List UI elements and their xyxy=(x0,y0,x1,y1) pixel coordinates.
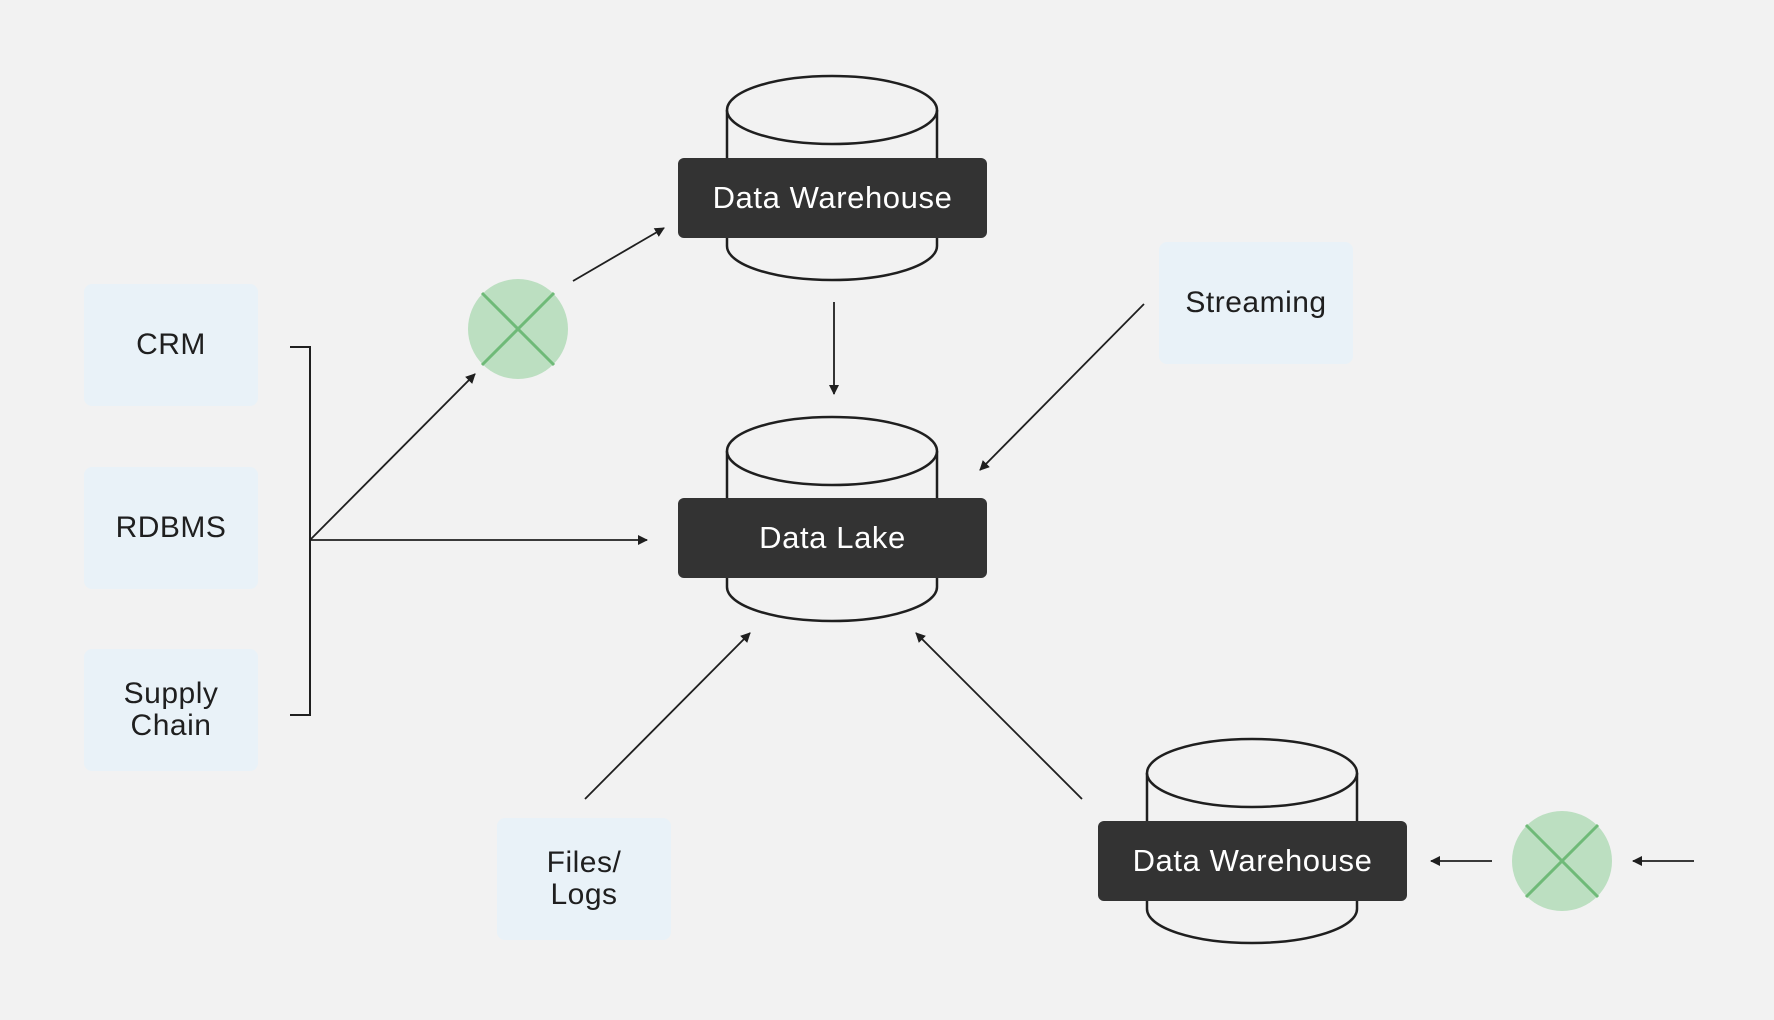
source-rdbms-label: RDBMS xyxy=(115,511,227,544)
warehouse-top-text: Data Warehouse xyxy=(712,180,953,215)
arrow-sources-to-transform xyxy=(309,373,476,541)
source-crm-label: CRM xyxy=(136,328,206,361)
source-streaming-label: Streaming xyxy=(1185,286,1327,319)
transform-circle-icon-top xyxy=(468,279,568,379)
sources-bracket xyxy=(290,346,311,716)
warehouse-bottom-label: Data Warehouse xyxy=(1098,821,1407,901)
arrow-warehouse-bottom-to-lake xyxy=(915,632,1083,800)
transform-circle-icon-bottom xyxy=(1512,811,1612,911)
source-supply-chain: Supply Chain xyxy=(84,649,258,771)
source-files-logs: Files/ Logs xyxy=(497,818,671,940)
source-streaming: Streaming xyxy=(1159,242,1353,364)
warehouse-top-label: Data Warehouse xyxy=(678,158,987,238)
warehouse-bottom-text: Data Warehouse xyxy=(1132,843,1373,878)
arrow-files-to-lake xyxy=(584,632,751,800)
source-supply-chain-label: Supply Chain xyxy=(123,677,219,742)
source-files-logs-label: Files/ Logs xyxy=(546,846,622,911)
arrow-transform-to-warehouse xyxy=(572,227,665,282)
arrow-streaming-to-lake xyxy=(979,303,1145,471)
source-crm: CRM xyxy=(84,284,258,406)
lake-text: Data Lake xyxy=(759,520,906,555)
lake-label: Data Lake xyxy=(678,498,987,578)
source-rdbms: RDBMS xyxy=(84,467,258,589)
